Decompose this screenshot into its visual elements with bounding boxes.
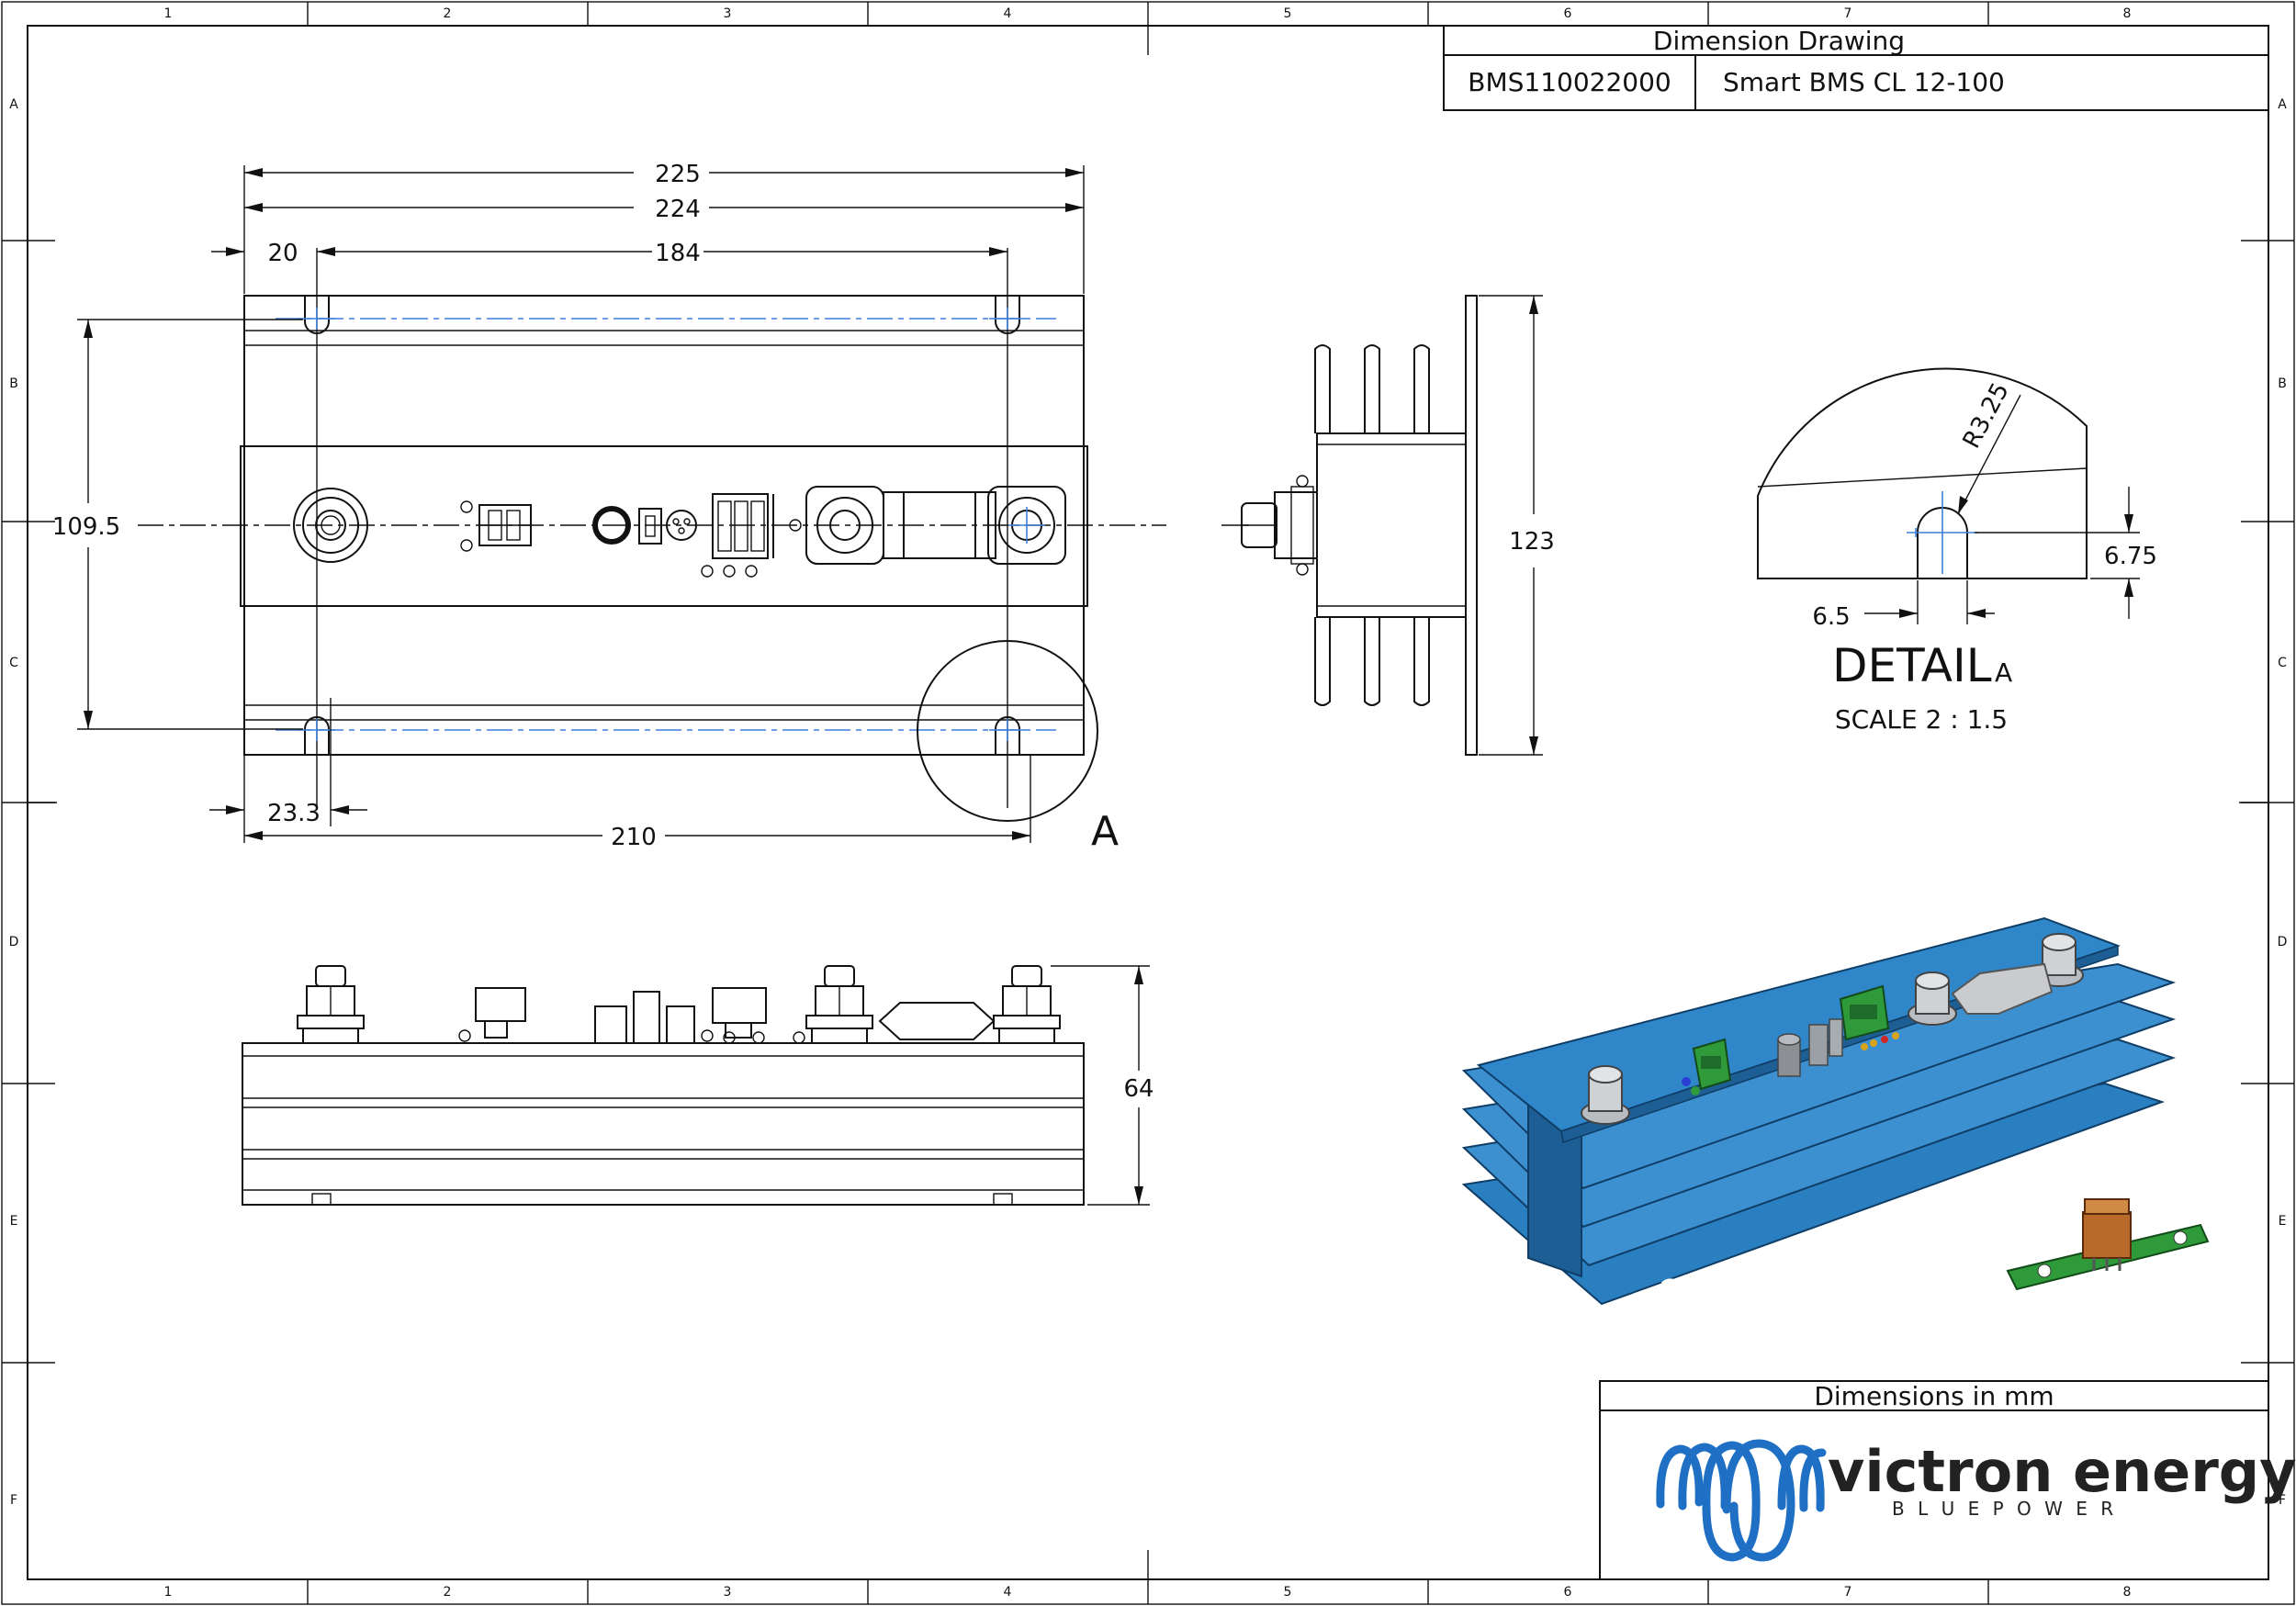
dim-109-5: 109.5 [52,513,120,541]
grid-row-e-left: E [10,1214,18,1229]
grid-col-4-top: 4 [1004,6,1012,21]
dim-210: 210 [611,824,657,851]
detail-title: DETAIL [1832,639,1992,692]
victron-logo-icon [1656,1439,1827,1562]
dim-20: 20 [267,240,298,267]
grid-col-7-bottom: 7 [1844,1585,1852,1600]
detail-circle [917,640,1098,822]
grid-row-b-right: B [2278,376,2287,391]
grid-row-d-right: D [2278,935,2288,949]
grid-row-e-right: E [2279,1214,2287,1229]
grid-col-3-bottom: 3 [724,1585,732,1600]
grid-row-d-left: D [9,935,19,949]
front-view: 64 [242,965,1154,1206]
grid-row-c-left: C [9,656,18,670]
footer-block: Dimensions in mm victron energy B L U E … [1599,1380,2296,1580]
dim-225: 225 [655,161,701,188]
grid-col-6-bottom: 6 [1564,1585,1572,1600]
title-heading: Dimension Drawing [1653,26,1905,56]
detail-view: R3.25 6.75 6.5 DETAIL A SCALE 2 : 1.5 [1757,367,2157,735]
grid-col-5-bottom: 5 [1284,1585,1292,1600]
grid-row-b-left: B [9,376,18,391]
brand-tagline: B L U E P O W E R [1892,1498,2117,1520]
bolt-middle [805,965,873,1044]
grid-col-1-top: 1 [164,6,173,21]
isometric-view [1461,916,2210,1306]
product-name: Smart BMS CL 12-100 [1723,67,2005,97]
dim-6-75: 6.75 [2104,543,2157,570]
dim-64: 64 [1123,1075,1154,1103]
grid-row-a-left: A [9,97,18,112]
grid-row-f-right: F [2279,1493,2286,1508]
top-view: A 225 224 20 184 109.5 [52,161,1166,855]
grid-col-5-top: 5 [1284,6,1292,21]
part-number: BMS110022000 [1468,67,1671,97]
grid-labels: 1 2 3 4 5 6 7 8 1 2 3 4 5 6 7 8 A B C D … [9,6,2288,1600]
bolt-left [297,965,365,1044]
brand-name: victron energy [1828,1438,2296,1505]
grid-row-a-right: A [2278,97,2287,112]
title-block: Dimension Drawing BMS110022000 Smart BMS… [1443,25,2269,111]
grid-col-3-top: 3 [724,6,732,21]
grid-col-7-top: 7 [1844,6,1852,21]
grid-col-4-bottom: 4 [1004,1585,1012,1600]
grid-col-6-top: 6 [1564,6,1572,21]
grid-col-2-bottom: 2 [444,1585,452,1600]
bolt-right [993,965,1061,1044]
units-note: Dimensions in mm [1814,1381,2054,1411]
dim-23-3: 23.3 [267,800,321,827]
dim-r3-25: R3.25 [1958,378,2015,453]
detail-scale: SCALE 2 : 1.5 [1835,704,2008,735]
grid-col-2-top: 2 [444,6,452,21]
detail-title-suffix: A [1995,657,2012,688]
dim-123: 123 [1509,528,1555,556]
side-view: 123 [1221,295,1555,756]
grid-col-8-bottom: 8 [2123,1585,2132,1600]
grid-col-1-bottom: 1 [164,1585,173,1600]
grid-row-c-right: C [2278,656,2287,670]
dim-224: 224 [655,196,701,223]
dim-184: 184 [655,240,701,267]
dim-6-5: 6.5 [1812,603,1850,631]
detail-marker: A [1091,808,1119,855]
grid-col-8-top: 8 [2123,6,2132,21]
grid-row-f-left: F [10,1493,17,1508]
